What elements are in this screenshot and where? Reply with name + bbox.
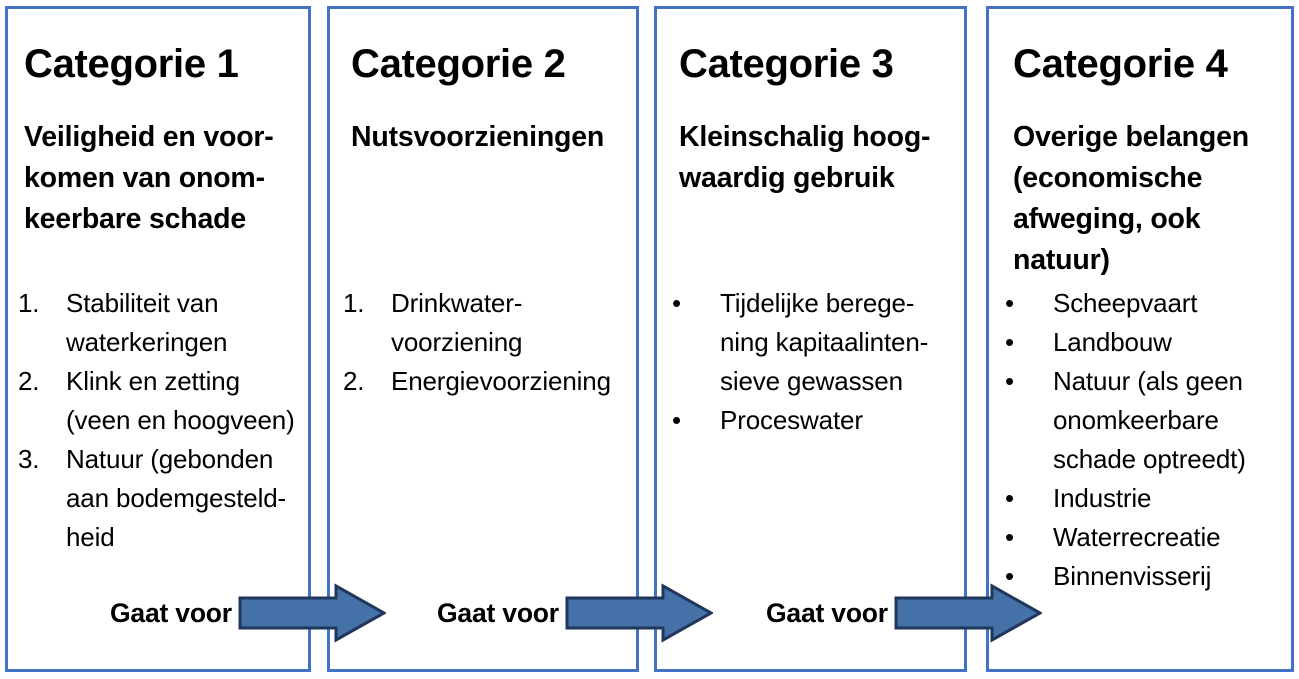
category-4-list: • Scheepvaart • Landbouw • Natuur (als g… (1005, 284, 1293, 596)
list-item-text: Tijdelijke berege- ning kapitaalinten- s… (720, 284, 964, 401)
category-3-title: Categorie 3 (679, 42, 894, 86)
bullet-icon: • (1005, 327, 1014, 357)
category-3-list: • Tijdelijke berege- ning kapitaalinten-… (672, 284, 964, 440)
list-item-text: Proceswater (720, 401, 964, 440)
right-arrow-icon-2 (565, 583, 713, 643)
list-item-text: Natuur (als geen onomkeerbare schade opt… (1053, 362, 1293, 479)
list-item-text: Drinkwater- voorziening (391, 284, 635, 362)
list-marker: 1. (343, 288, 365, 318)
category-1-list: 1. Stabiliteit van waterkeringen 2. Klin… (18, 284, 306, 557)
subtitle-line: (economische (1013, 162, 1203, 194)
text-line: onomkeerbare (1053, 405, 1219, 435)
category-1-title: Categorie 1 (24, 42, 239, 86)
arrow-label-2: Gaat voor (437, 597, 559, 628)
bullet-icon: • (1005, 288, 1014, 318)
list-item: • Industrie (1005, 479, 1293, 518)
list-marker: 2. (343, 366, 365, 396)
category-4-title: Categorie 4 (1013, 42, 1228, 86)
category-3-subtitle: Kleinschalig hoog- waardig gebruik (679, 117, 965, 199)
category-box-1 (5, 6, 311, 672)
list-item: 2. Klink en zetting (veen en hoogveen) (18, 362, 306, 440)
category-box-3 (654, 6, 967, 672)
list-item-text: Binnenvisserij (1053, 557, 1293, 596)
bullet-icon: • (672, 405, 681, 435)
arrow-group-2: Gaat voor (437, 578, 713, 648)
text-line: Scheepvaart (1053, 288, 1198, 318)
arrow-label-3: Gaat voor (766, 597, 888, 628)
subtitle-line: afweging, ook (1013, 203, 1201, 235)
text-line: schade optreedt) (1053, 444, 1246, 474)
text-line: voorziening (391, 327, 523, 357)
category-2-subtitle: Nutsvoorzieningen (351, 117, 637, 158)
subtitle-line: Overige belangen (1013, 121, 1249, 153)
list-marker: 1. (18, 288, 40, 318)
list-item: • Waterrecreatie (1005, 518, 1293, 557)
right-arrow-icon-3 (894, 583, 1042, 643)
subtitle-line: natuur) (1013, 244, 1110, 276)
text-line: Binnenvisserij (1053, 561, 1212, 591)
bullet-icon: • (1005, 522, 1014, 552)
text-line: heid (66, 522, 115, 552)
subtitle-line: Veiligheid en voor- (24, 121, 274, 153)
bullet-icon: • (672, 288, 681, 318)
arrow-group-3: Gaat voor (766, 578, 1042, 648)
list-item-text: Scheepvaart (1053, 284, 1293, 323)
text-line: aan bodemgesteld- (66, 483, 287, 513)
list-item: 1. Drinkwater- voorziening (343, 284, 635, 362)
text-line: Klink en zetting (66, 366, 240, 396)
text-line: Drinkwater- (391, 288, 523, 318)
right-arrow-icon-1 (238, 583, 386, 643)
text-line: Stabiliteit van (66, 288, 219, 318)
list-item-text: Landbouw (1053, 323, 1293, 362)
text-line: waterkeringen (66, 327, 228, 357)
list-item-text: Klink en zetting (veen en hoogveen) (66, 362, 306, 440)
subtitle-line: komen van onom- (24, 162, 265, 194)
list-item: • Natuur (als geen onomkeerbare schade o… (1005, 362, 1293, 479)
text-line: (veen en hoogveen) (66, 405, 295, 435)
list-marker: 3. (18, 444, 40, 474)
category-box-4 (986, 6, 1294, 672)
arrow-label-1: Gaat voor (110, 597, 232, 628)
text-line: sieve gewassen (720, 366, 903, 396)
list-item-text: Energievoorziening (391, 362, 635, 401)
list-item: • Landbouw (1005, 323, 1293, 362)
text-line: Landbouw (1053, 327, 1172, 357)
bullet-icon: • (1005, 561, 1014, 591)
text-line: Energievoorziening (391, 366, 611, 396)
category-1-subtitle: Veiligheid en voor- komen van onom- keer… (24, 117, 304, 240)
list-marker: 2. (18, 366, 40, 396)
category-2-title: Categorie 2 (351, 42, 566, 86)
text-line: Proceswater (720, 405, 863, 435)
list-item-text: Waterrecreatie (1053, 518, 1293, 557)
arrow-group-1: Gaat voor (110, 578, 386, 648)
text-line: Waterrecreatie (1053, 522, 1221, 552)
text-line: Tijdelijke berege- (720, 288, 915, 318)
list-item-text: Industrie (1053, 479, 1293, 518)
subtitle-line: Nutsvoorzieningen (351, 121, 605, 153)
text-line: Natuur (gebonden (66, 444, 274, 474)
category-box-2 (327, 6, 639, 672)
list-item: 1. Stabiliteit van waterkeringen (18, 284, 306, 362)
list-item: • Tijdelijke berege- ning kapitaalinten-… (672, 284, 964, 401)
subtitle-line: waardig gebruik (679, 162, 895, 194)
list-item-text: Natuur (gebonden aan bodemgesteld- heid (66, 440, 306, 557)
list-item-text: Stabiliteit van waterkeringen (66, 284, 306, 362)
list-item: 2. Energievoorziening (343, 362, 635, 401)
category-4-subtitle: Overige belangen (economische afweging, … (1013, 117, 1293, 281)
list-item: • Binnenvisserij (1005, 557, 1293, 596)
bullet-icon: • (1005, 366, 1014, 396)
list-item: • Proceswater (672, 401, 964, 440)
category-2-list: 1. Drinkwater- voorziening 2. Energievoo… (343, 284, 635, 401)
list-item: 3. Natuur (gebonden aan bodemgesteld- he… (18, 440, 306, 557)
text-line: Natuur (als geen (1053, 366, 1243, 396)
text-line: Industrie (1053, 483, 1152, 513)
bullet-icon: • (1005, 483, 1014, 513)
list-item: • Scheepvaart (1005, 284, 1293, 323)
subtitle-line: keerbare schade (24, 203, 246, 235)
text-line: ning kapitaalinten- (720, 327, 929, 357)
subtitle-line: Kleinschalig hoog- (679, 121, 931, 153)
